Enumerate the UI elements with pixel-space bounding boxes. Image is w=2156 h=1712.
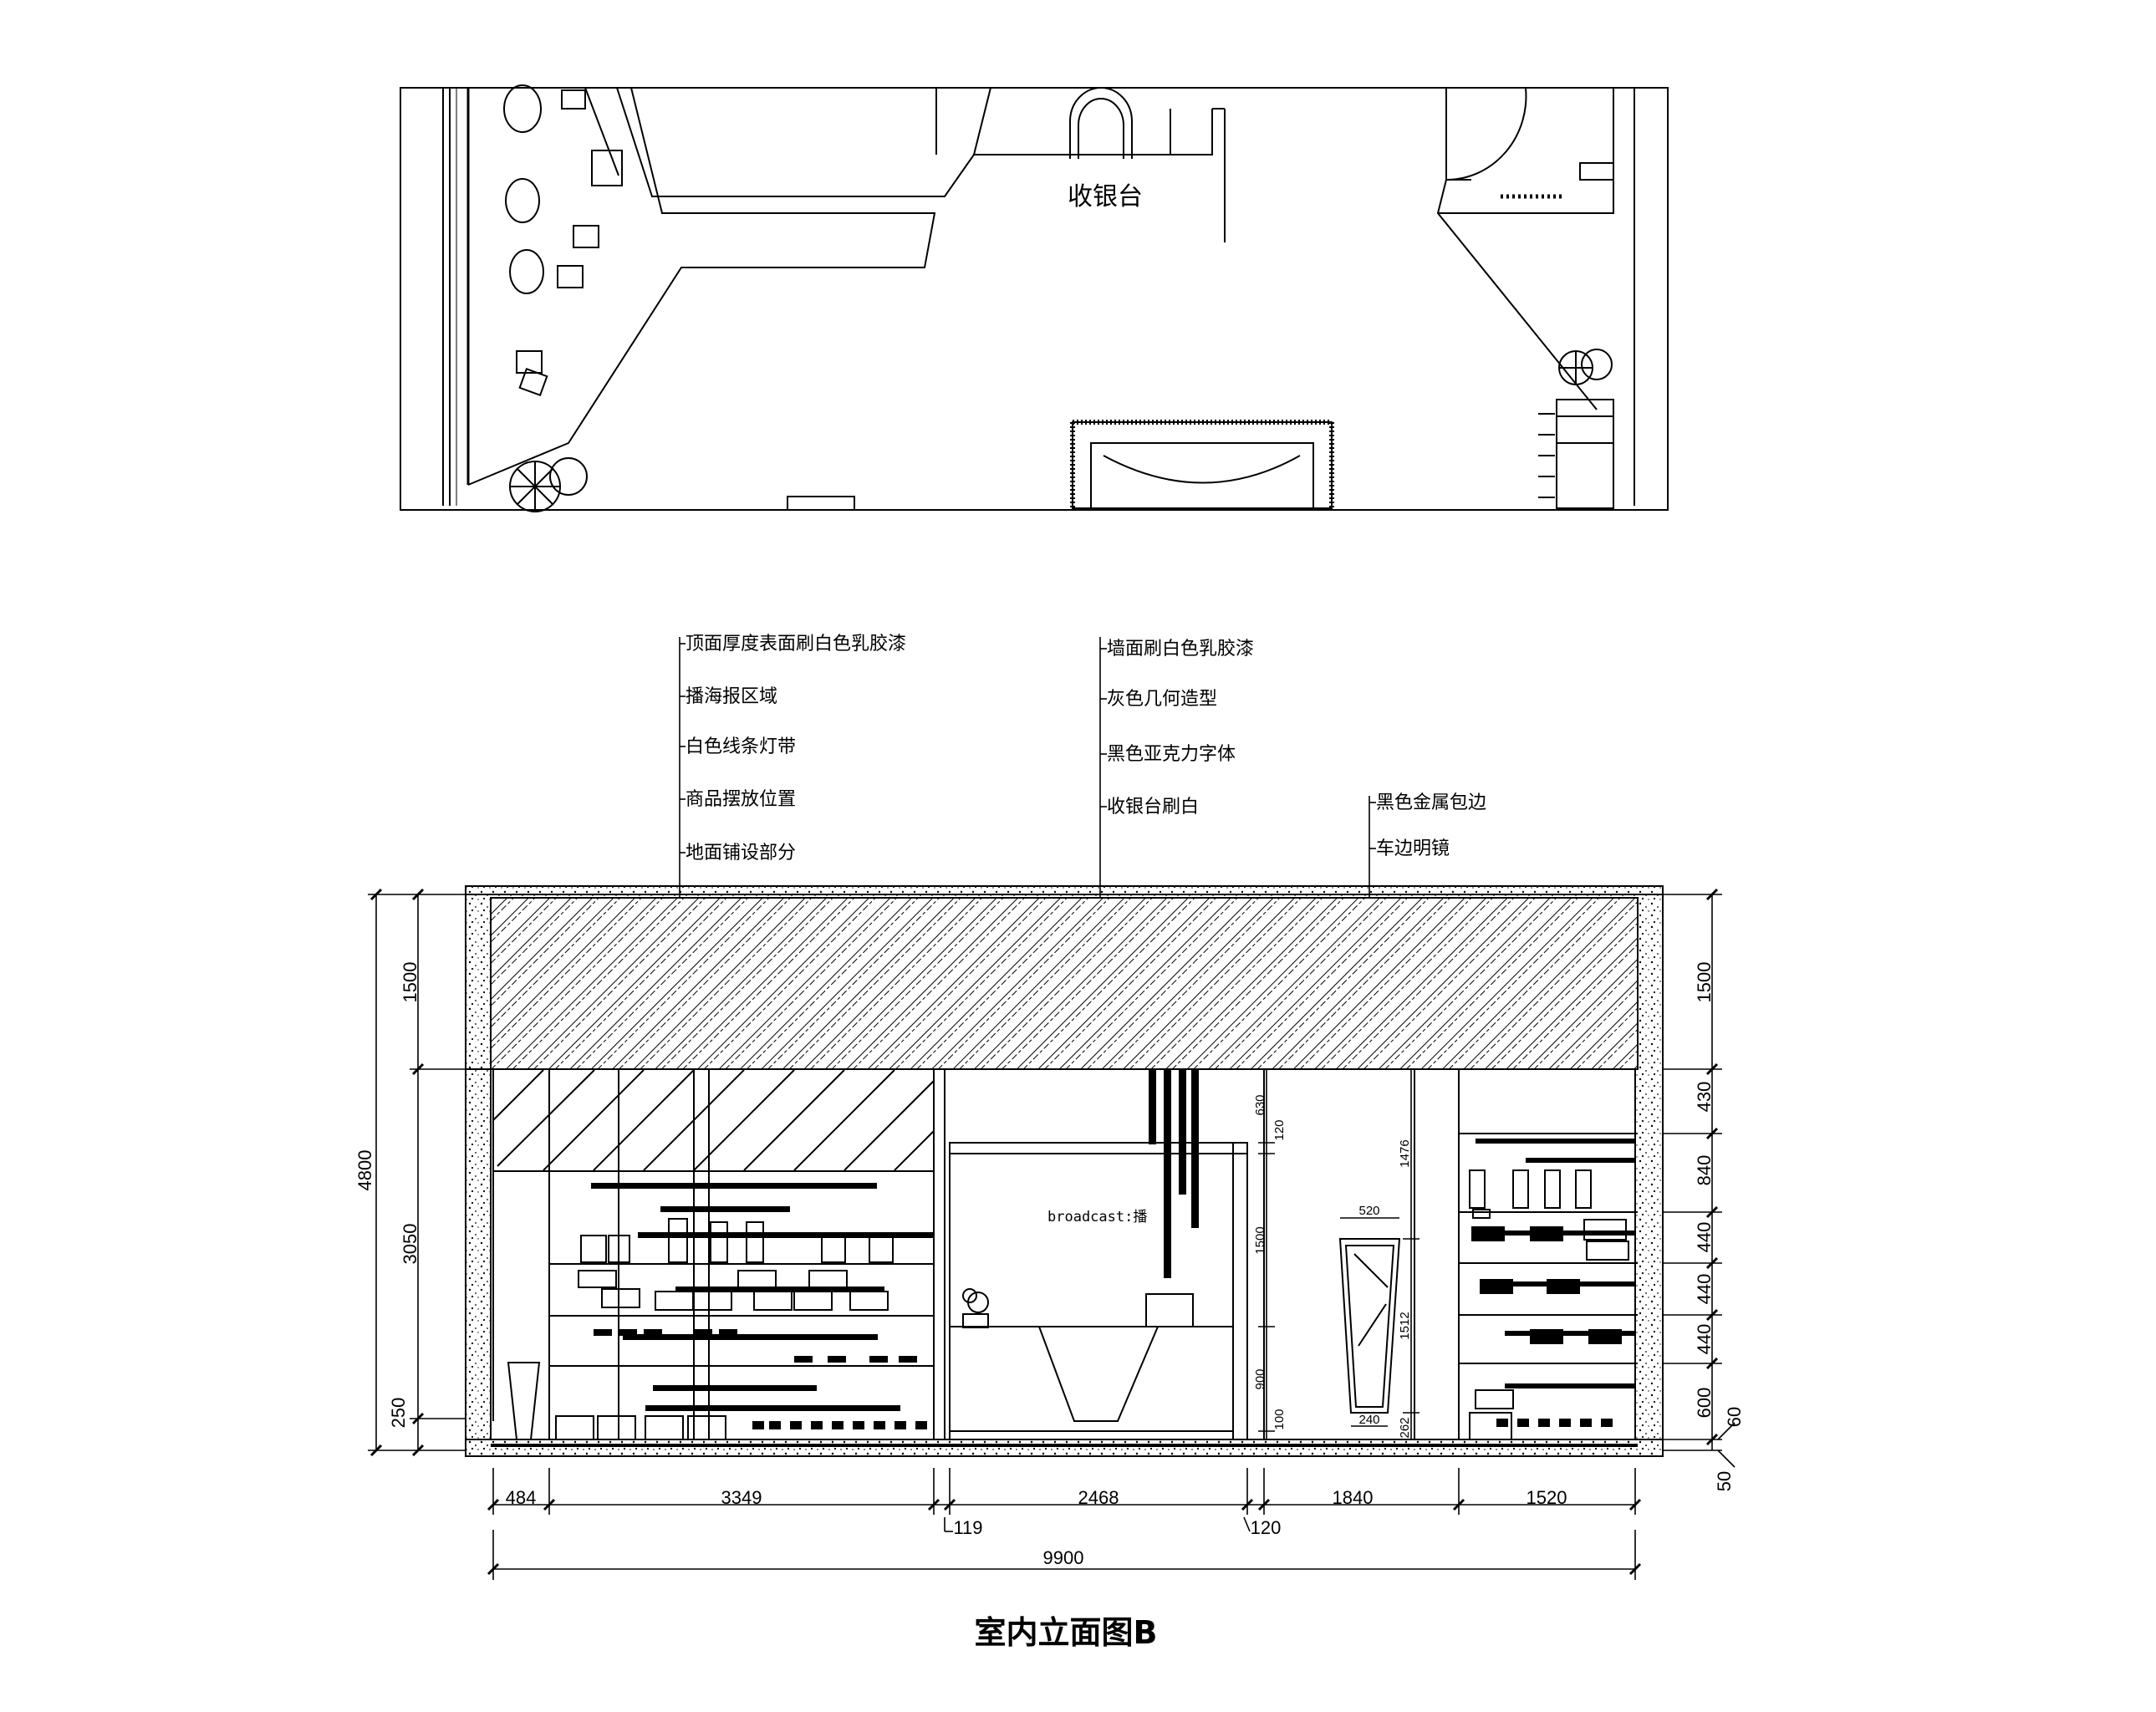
dim-bottom-1840: 1840 — [1333, 1487, 1374, 1508]
drawing-title: 室内立面图B — [975, 1614, 1158, 1651]
dim-left-3050: 3050 — [400, 1224, 420, 1265]
dim-bottom-1520: 1520 — [1527, 1487, 1567, 1508]
dim-bottom-2468: 2468 — [1078, 1487, 1119, 1508]
floor-plan — [400, 84, 1669, 512]
cashier-label: 收银台 — [1068, 182, 1143, 211]
dim-right-440b: 440 — [1694, 1274, 1715, 1305]
dim-right-60: 60 — [1724, 1407, 1745, 1427]
dim-mirror-width: 520 — [1358, 1204, 1379, 1218]
callout-cashier-white: 收银台刷白 — [1107, 797, 1199, 818]
dim-right-440a: 440 — [1694, 1222, 1715, 1253]
dim-right-50: 50 — [1714, 1471, 1735, 1491]
dim-cashier-120: 120 — [1272, 1119, 1287, 1140]
dim-mirror-1512: 1512 — [1398, 1312, 1412, 1339]
dim-mirror-1476: 1476 — [1398, 1139, 1412, 1167]
dim-gap-119: 119 — [953, 1517, 982, 1538]
callout-poster-area: 播海报区域 — [686, 686, 777, 707]
callout-ticks — [680, 643, 1376, 853]
callout-floor-paving: 地面铺设部分 — [686, 843, 796, 864]
dim-bottom-3349: 3349 — [721, 1487, 762, 1508]
dim-right-840: 840 — [1694, 1155, 1715, 1186]
dim-cashier-630: 630 — [1253, 1094, 1267, 1115]
dim-left-1500: 1500 — [400, 962, 420, 1003]
dim-overall-height: 4800 — [354, 1150, 375, 1191]
dim-overall-width: 9900 — [1043, 1547, 1084, 1568]
dim-bottom-484: 484 — [506, 1487, 537, 1508]
dim-cashier-900: 900 — [1253, 1368, 1267, 1389]
dimension-ticks — [370, 888, 1719, 1576]
cashier-plant — [962, 1288, 989, 1328]
callout-mirror: 车边明镜 — [1376, 838, 1450, 859]
dim-cashier-1500: 1500 — [1253, 1226, 1267, 1254]
dim-right-430: 430 — [1694, 1082, 1715, 1113]
dim-mirror-base: 240 — [1358, 1413, 1379, 1427]
dim-cashier-100: 100 — [1272, 1409, 1287, 1429]
callout-display-position: 商品摆放位置 — [686, 789, 796, 810]
callout-metal-edge: 黑色金属包边 — [1376, 792, 1486, 813]
dim-right-1500: 1500 — [1694, 962, 1715, 1003]
broadcast-text: broadcast:播 — [1047, 1209, 1147, 1225]
callout-acrylic-letters: 黑色亚克力字体 — [1107, 744, 1236, 765]
callout-wall-paint: 墙面刷白色乳胶漆 — [1107, 639, 1254, 660]
dim-left-250: 250 — [388, 1398, 409, 1429]
callout-ceiling-paint: 顶面厚度表面刷白色乳胶漆 — [686, 634, 906, 655]
dim-right-600: 600 — [1694, 1388, 1715, 1419]
dim-mirror-262: 262 — [1398, 1417, 1412, 1438]
dim-right-440c: 440 — [1694, 1324, 1715, 1355]
callout-led-strip: 白色线条灯带 — [686, 736, 796, 757]
callout-grey-geometry: 灰色几何造型 — [1107, 689, 1217, 710]
elevation: broadcast:播 — [465, 885, 1664, 1457]
dim-gap-120: 120 — [1251, 1517, 1282, 1538]
